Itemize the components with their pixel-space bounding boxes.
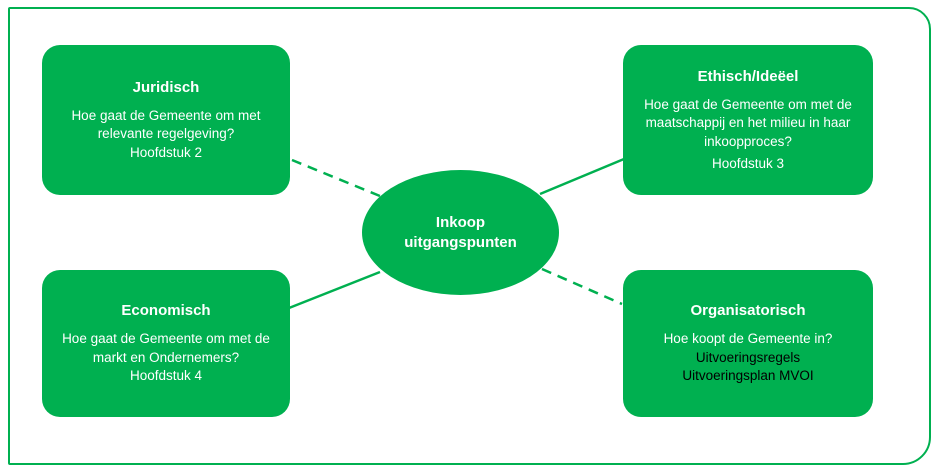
connector-organisatorisch-dashed — [541, 267, 623, 306]
connector-juridisch-dashed — [291, 158, 381, 198]
box-ethisch-line: maatschappij en het milieu in haar — [645, 115, 851, 130]
central-ellipse-line: Inkoop — [435, 213, 486, 231]
box-economisch-title: Economisch — [121, 302, 211, 320]
box-organisatorisch-title: Organisatorisch — [690, 302, 806, 320]
outer-frame — [8, 7, 931, 465]
central-ellipse: Inkoop uitgangspunten — [362, 170, 559, 295]
box-organisatorisch: Organisatorisch Hoe koopt de Gemeente in… — [623, 270, 873, 417]
box-juridisch-title: Juridisch — [132, 78, 200, 96]
box-organisatorisch-line: Hoe koopt de Gemeente in? — [663, 331, 833, 347]
connector-economisch-solid — [288, 270, 381, 310]
box-organisatorisch-line-dark: Uitvoeringsregels — [695, 349, 801, 365]
box-ethisch-chapter: Hoofdstuk 3 — [711, 156, 785, 171]
box-organisatorisch-line-dark: Uitvoeringsplan MVOI — [682, 368, 814, 384]
box-ethisch: Ethisch/Ideëel Hoe gaat de Gemeente om m… — [623, 45, 873, 195]
box-ethisch-line: Hoe gaat de Gemeente om met de — [644, 96, 852, 112]
connector-ethisch-solid — [539, 157, 625, 196]
box-economisch-chapter: Hoofdstuk 4 — [129, 368, 203, 384]
box-juridisch-line: Hoe gaat de Gemeente om met — [71, 107, 261, 123]
box-ethisch-line: inkoopproces? — [704, 133, 792, 149]
box-economisch-line: Hoe gaat de Gemeente om met de — [62, 331, 270, 347]
box-economisch: Economisch Hoe gaat de Gemeente om met d… — [42, 270, 290, 417]
box-ethisch-title: Ethisch/Ideëel — [697, 67, 799, 85]
box-juridisch-line: relevante regelgeving? — [97, 126, 235, 142]
box-juridisch: Juridisch Hoe gaat de Gemeente om met re… — [42, 45, 290, 195]
box-economisch-line: markt en Ondernemers? — [92, 349, 240, 365]
central-ellipse-line: uitgangspunten — [404, 233, 517, 251]
box-juridisch-chapter: Hoofdstuk 2 — [129, 144, 203, 160]
